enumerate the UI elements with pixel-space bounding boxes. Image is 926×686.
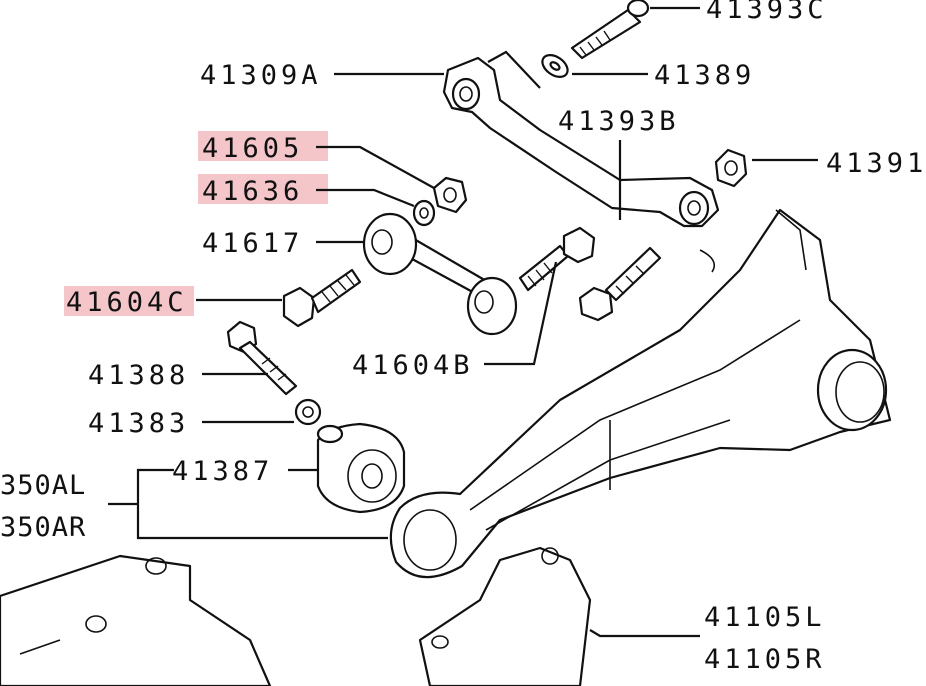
label-41383: 41383 xyxy=(88,408,189,439)
label-350AL: 350AL xyxy=(0,470,86,501)
toe-arm-41617 xyxy=(362,212,518,336)
label-41393B: 41393B xyxy=(558,106,680,137)
upper-arm-41309A xyxy=(442,56,720,228)
label-41393C: 41393C xyxy=(706,0,828,25)
label-41605: 41605 xyxy=(202,133,303,164)
bolt-41604B xyxy=(518,226,596,292)
washer-41636 xyxy=(412,199,436,227)
bushing-41387 xyxy=(316,422,406,514)
bolt-41393B xyxy=(578,246,662,322)
label-41604C: 41604C xyxy=(66,287,188,318)
trailing-arm-350A xyxy=(389,208,892,579)
nut-41391 xyxy=(714,148,748,188)
bolt-41604C xyxy=(282,268,362,328)
bolt-41388 xyxy=(226,320,298,396)
label-41391: 41391 xyxy=(826,148,926,179)
leader-lines xyxy=(108,6,818,638)
label-41309A: 41309A xyxy=(200,60,322,91)
label-41105R: 41105R xyxy=(704,644,826,675)
label-41105L: 41105L xyxy=(704,602,826,633)
label-41389: 41389 xyxy=(654,60,755,91)
label-41387: 41387 xyxy=(172,456,273,487)
label-41388: 41388 xyxy=(88,360,189,391)
bolt-41393C xyxy=(570,0,650,60)
highlight-41604C xyxy=(64,286,194,316)
highlight-41605 xyxy=(198,131,328,161)
washer-41389 xyxy=(541,53,569,79)
label-41604B: 41604B xyxy=(352,350,474,381)
nut-41605 xyxy=(432,176,468,214)
label-41617: 41617 xyxy=(202,228,303,259)
label-350AR: 350AR xyxy=(0,512,86,543)
highlight-41636 xyxy=(198,174,328,204)
crossmember-41105 xyxy=(0,546,592,686)
washer-41383 xyxy=(294,398,322,426)
label-41636: 41636 xyxy=(202,176,303,207)
